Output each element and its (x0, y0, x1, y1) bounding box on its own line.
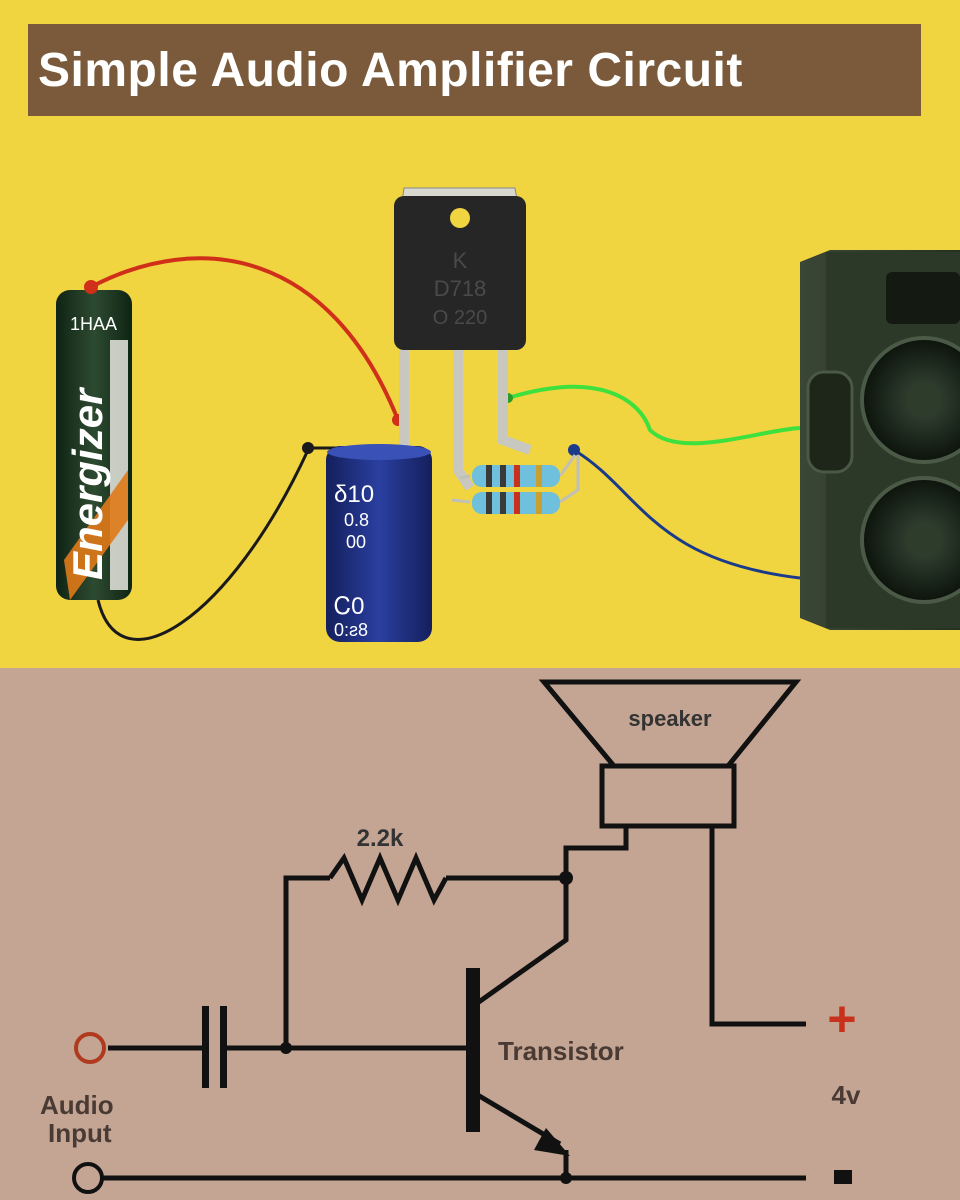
resistor-top-band-1 (486, 465, 492, 487)
capacitor-plate-left (202, 1006, 209, 1088)
capacitor-plate-right (220, 1006, 227, 1088)
speaker-label: speaker (628, 706, 712, 731)
black-wire (96, 449, 310, 641)
transistor-marking-3: O 220 (433, 307, 487, 329)
blue-wire-joint (568, 444, 580, 456)
audio-input-label-line2: Input (48, 1118, 112, 1148)
battery-brand: Energizer (64, 386, 111, 580)
capacitor-marking-3: 00 (346, 532, 366, 552)
resistor-leads-bottom (451, 455, 580, 504)
schematic-diagram: speaker 2.2k Transistor Audio Input + 4v (0, 668, 960, 1200)
emitter-arrow (534, 1128, 570, 1156)
resistors (451, 454, 580, 514)
battery-size-label: 1HAA (70, 314, 117, 334)
power-transistor: K D718 O 220 (394, 187, 532, 491)
input-terminal-signal (74, 1032, 106, 1064)
capacitor-marking-5: 0:ƨ8 (334, 620, 368, 640)
transistor-body (394, 196, 526, 350)
audio-input-label-line1: Audio (40, 1090, 114, 1120)
resistor-leads-top (459, 454, 577, 480)
resistor-symbol (327, 851, 449, 907)
blue-wire (573, 448, 801, 580)
capacitor-top (327, 444, 431, 460)
speaker-dustcap-lower (906, 522, 942, 558)
resistor-label: 2.2k (357, 825, 404, 852)
transistor-leg-emitter (498, 350, 532, 455)
wire-resistor-left (283, 875, 330, 1048)
negative-terminal-symbol (834, 1170, 852, 1184)
resistor-bottom-band-2 (500, 492, 506, 514)
transistor-base-bar (466, 968, 480, 1132)
transistor-leg-collector (453, 350, 475, 491)
red-wire (90, 256, 400, 421)
transistor-collector-line (474, 878, 569, 1007)
battery-orange-accent (64, 470, 128, 600)
voltage-label: 4v (832, 1080, 861, 1110)
capacitor-marking-1: δ10 (334, 481, 374, 508)
green-wire (507, 384, 801, 446)
resistor-top-band-2 (500, 465, 506, 487)
transistor-marking-2: D718 (434, 276, 487, 301)
resistor-top-band-3 (514, 465, 520, 487)
title-banner: Simple Audio Amplifier Circuit (28, 24, 921, 116)
positive-terminal-symbol: + (827, 991, 856, 1047)
transistor-label: Transistor (498, 1036, 624, 1066)
battery-stripe (110, 340, 128, 590)
capacitor-marking-4: Ꮯ0 (334, 593, 364, 620)
speaker-tweeter-horn (886, 272, 960, 324)
speaker-dustcap-upper (906, 382, 942, 418)
speaker-handle (806, 370, 854, 474)
wire-speaker-to-positive (709, 826, 806, 1027)
wire-speaker-to-collector (563, 826, 629, 878)
speaker-magnet-symbol (599, 763, 737, 829)
transistor-mount-hole (450, 208, 470, 228)
resistor-top-band-4 (536, 465, 542, 487)
capacitor: δ10 0.8 00 Ꮯ0 0:ƨ8 (326, 444, 432, 642)
battery: 1HAA Energizer (56, 280, 132, 600)
resistor-bottom-band-4 (536, 492, 542, 514)
resistor-bottom-band-3 (514, 492, 520, 514)
speaker-cabinet (800, 250, 960, 630)
resistor-bottom-band-1 (486, 492, 492, 514)
node-ground (560, 1172, 572, 1184)
transistor-marking-1: K (453, 248, 468, 273)
capacitor-marking-2: 0.8 (344, 510, 369, 530)
page-title: Simple Audio Amplifier Circuit (38, 43, 743, 97)
capacitor-body (326, 446, 432, 642)
